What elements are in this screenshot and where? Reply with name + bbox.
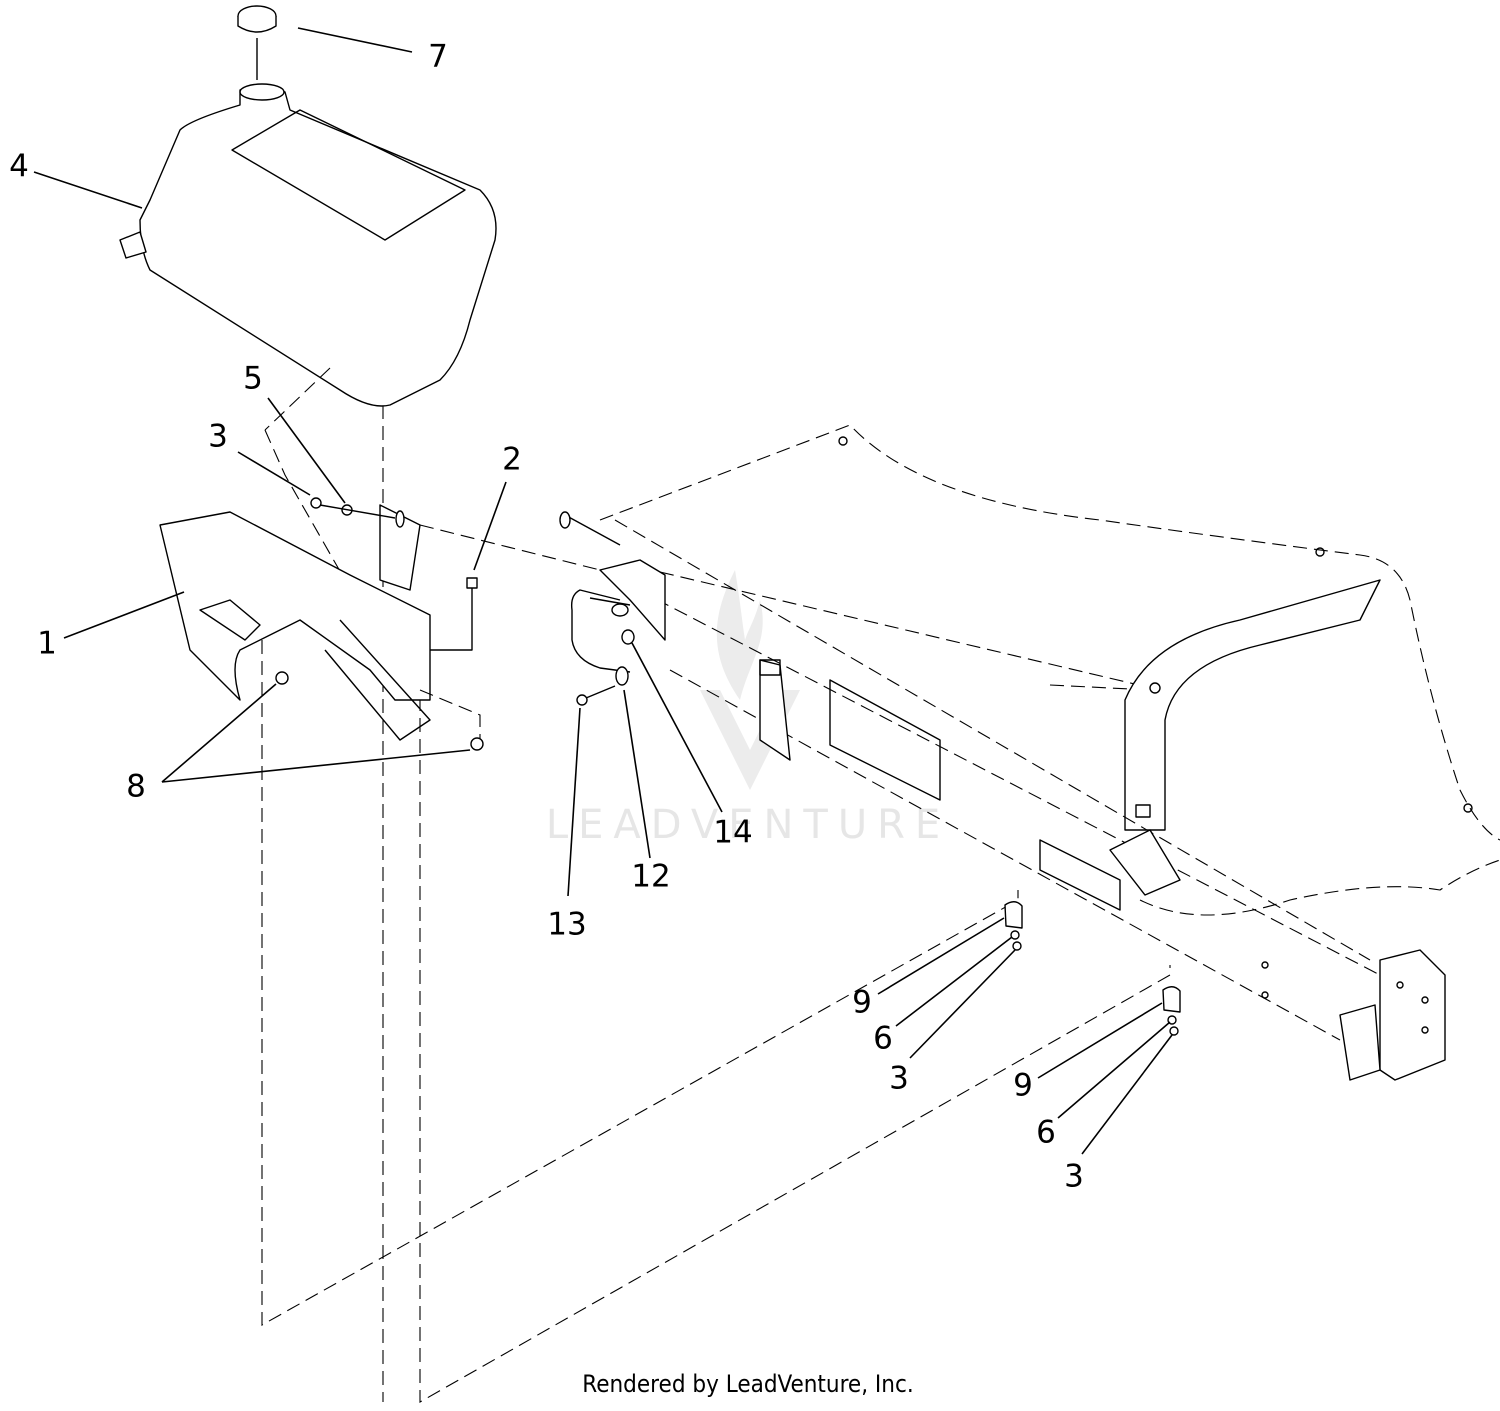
watermark-logo-icon (716, 570, 763, 700)
callout-6-upper: 6 (873, 1021, 893, 1057)
u-bolt-assembly (570, 589, 635, 706)
callout-1: 1 (37, 626, 57, 662)
callout-3-lower: 3 (1064, 1159, 1084, 1195)
callout-9-lower: 9 (1013, 1068, 1033, 1104)
callout-2: 2 (502, 442, 522, 478)
callout-3-upper: 3 (889, 1061, 909, 1097)
bolt-2 (430, 577, 478, 651)
callout-12: 12 (631, 859, 670, 895)
frame-rail (559, 511, 1446, 1081)
leader-lines (33, 27, 1173, 1155)
footer-credit: Rendered by LeadVenture, Inc. (582, 1370, 913, 1398)
clamp-hardware-lower (1162, 986, 1181, 1036)
callout-4: 4 (9, 149, 29, 185)
clamp-hardware-upper (1004, 901, 1023, 951)
callout-5: 5 (243, 361, 263, 397)
body-shroud-outline (599, 424, 1500, 916)
watermark-text: LEADVENTURE (546, 802, 950, 848)
tank-bracket (159, 504, 601, 741)
dashed-mounting-plane (261, 405, 1171, 1403)
callout-14: 14 (713, 815, 752, 851)
callout-9-upper: 9 (852, 985, 872, 1021)
callout-6-lower: 6 (1036, 1115, 1056, 1151)
callout-3: 3 (208, 419, 228, 455)
callout-8: 8 (126, 769, 146, 805)
fuel-tank (119, 83, 497, 581)
shroud-panel (1124, 579, 1381, 831)
callout-13: 13 (547, 907, 586, 943)
fuel-cap (237, 5, 277, 80)
callout-7: 7 (428, 39, 448, 75)
callout-labels: 7 4 5 3 2 1 8 14 12 13 9 6 3 9 6 3 (9, 39, 1084, 1195)
washer-nut-group (275, 497, 484, 751)
watermark: LEADVENTURE (546, 570, 950, 848)
